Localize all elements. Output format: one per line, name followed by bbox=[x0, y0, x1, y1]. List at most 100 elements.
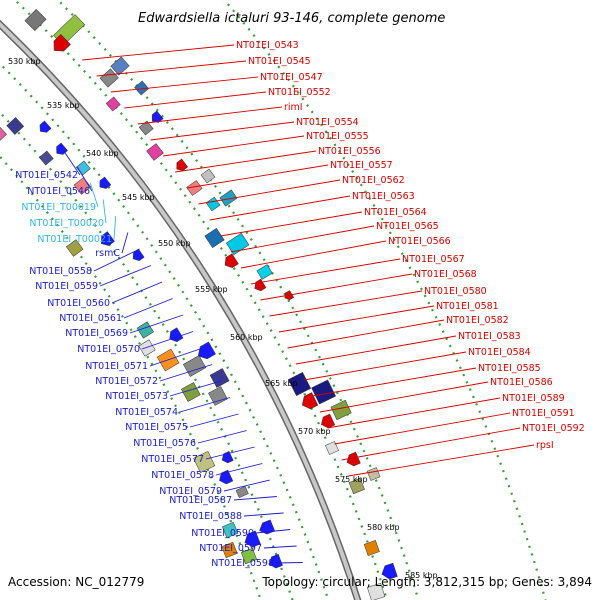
gene-label-reverse: NT01EI_0576 bbox=[133, 438, 196, 449]
gene-feature-33 bbox=[224, 253, 239, 268]
gene-feature-66 bbox=[240, 547, 258, 565]
gene-label-forward: NT01EI_0568 bbox=[414, 269, 477, 280]
gene-feature-61 bbox=[235, 485, 249, 499]
gene-label-forward: NT01EI_0543 bbox=[236, 40, 299, 51]
gene-label-forward: rpsI bbox=[536, 440, 554, 451]
leader-line-reverse bbox=[113, 215, 117, 240]
leader-line-forward bbox=[163, 135, 305, 157]
gene-feature-38 bbox=[100, 231, 115, 246]
gene-feature-42 bbox=[197, 341, 216, 360]
gene-feature-24 bbox=[99, 176, 112, 189]
gene-feature-45 bbox=[182, 355, 207, 377]
gene-feature-37 bbox=[65, 239, 84, 257]
leader-line-forward bbox=[110, 76, 259, 93]
gene-label-forward: NT01EI_0592 bbox=[522, 423, 585, 434]
gene-label-reverse: NT01EI_0588 bbox=[179, 511, 242, 522]
gene-label-reverse: NT01EI_0571 bbox=[85, 361, 148, 372]
gene-feature-58 bbox=[193, 450, 216, 474]
leader-line-forward bbox=[327, 397, 501, 429]
gene-label-forward: NT01EI_0564 bbox=[364, 207, 427, 218]
ring-guide-5 bbox=[222, 0, 547, 600]
leader-line-forward bbox=[150, 121, 295, 141]
leader-line-forward bbox=[230, 225, 375, 253]
gene-feature-55 bbox=[346, 451, 361, 467]
backbone-line bbox=[0, 21, 360, 600]
gene-label-reverse: NT01EI_0590 bbox=[191, 528, 254, 539]
leader-line-forward bbox=[260, 273, 413, 301]
gene-label-reverse: NT01EI_0572 bbox=[95, 376, 158, 387]
gene-label-forward: NT01EI_0552 bbox=[268, 87, 331, 98]
gene-label-reverse: rsmC bbox=[95, 248, 120, 259]
leader-line-reverse bbox=[179, 397, 231, 413]
gene-label-reverse: NT01EI_T00019 bbox=[21, 202, 96, 213]
gene-label-reverse: NT01EI_T00021 bbox=[37, 234, 112, 245]
leader-line-forward bbox=[198, 179, 341, 205]
gene-label-forward: NT01EI_0545 bbox=[248, 56, 311, 67]
gene-feature-57 bbox=[348, 477, 365, 495]
leader-line-forward bbox=[186, 164, 329, 189]
gene-label-reverse: NT01EI_0575 bbox=[125, 422, 188, 433]
accession-text: Accession: NC_012779 bbox=[8, 575, 144, 589]
gene-label-reverse: NT01EI_0574 bbox=[115, 407, 178, 418]
leader-line-reverse bbox=[129, 314, 184, 334]
gene-feature-32 bbox=[225, 232, 250, 256]
gene-feature-56 bbox=[366, 467, 381, 481]
gene-label-reverse: NT01EI_0579 bbox=[159, 486, 222, 497]
gene-feature-47 bbox=[180, 382, 201, 402]
leader-line-reverse bbox=[169, 380, 222, 397]
gene-label-forward: NT01EI_0582 bbox=[446, 315, 509, 326]
gene-feature-46 bbox=[209, 368, 230, 388]
gene-feature-20 bbox=[38, 150, 54, 166]
ring-guide-1 bbox=[0, 111, 294, 600]
gene-label-reverse: NT01EI_0577 bbox=[141, 454, 204, 465]
leader-line-reverse bbox=[121, 232, 129, 254]
gene-label-forward: NT01EI_0584 bbox=[468, 347, 531, 358]
gene-feature-68 bbox=[363, 540, 380, 556]
leader-line-reverse bbox=[149, 347, 203, 367]
leader-line-forward bbox=[295, 335, 457, 365]
gene-label-forward: NT01EI_0565 bbox=[376, 221, 439, 232]
label-leader-lines bbox=[62, 44, 535, 564]
gene-label-forward: NT01EI_0557 bbox=[330, 160, 393, 171]
kbp-label: 585 kbp bbox=[405, 571, 438, 580]
gene-feature-8 bbox=[53, 34, 71, 52]
leader-line-forward bbox=[82, 44, 235, 61]
gene-feature-59 bbox=[221, 451, 234, 464]
gene-label-forward: NT01EI_0585 bbox=[478, 363, 541, 374]
leader-line-reverse bbox=[197, 430, 247, 444]
leader-line-forward bbox=[220, 211, 363, 237]
leader-line-forward bbox=[269, 290, 423, 317]
leader-line-reverse bbox=[99, 265, 152, 287]
gene-feature-14 bbox=[105, 96, 121, 112]
gene-label-forward: NT01EI_0567 bbox=[402, 254, 465, 265]
leader-line-reverse bbox=[76, 166, 93, 192]
gene-label-forward: NT01EI_0589 bbox=[502, 393, 565, 404]
gene-feature-65 bbox=[221, 541, 238, 559]
gene-feature-17 bbox=[6, 117, 25, 135]
leader-line-forward bbox=[278, 305, 435, 333]
leader-line-forward bbox=[287, 319, 445, 349]
ring-guide-0 bbox=[0, 155, 262, 600]
leader-line-reverse bbox=[123, 298, 173, 319]
gene-label-reverse: NT01EI_0569 bbox=[65, 328, 128, 339]
gene-label-forward: rimI bbox=[284, 102, 303, 113]
kbp-label: 530 kbp bbox=[8, 57, 41, 66]
gene-label-forward: NT01EI_0562 bbox=[342, 175, 405, 186]
leader-line-forward bbox=[250, 258, 401, 285]
kbp-label: 580 kbp bbox=[367, 523, 400, 532]
gene-feature-52 bbox=[330, 399, 352, 421]
leader-line-forward bbox=[348, 444, 535, 477]
leader-line-reverse bbox=[233, 496, 277, 501]
leader-line-reverse bbox=[215, 463, 263, 476]
gene-label-reverse: NT01EI_0570 bbox=[77, 344, 140, 355]
gene-feature-69 bbox=[381, 562, 398, 580]
gene-feature-50 bbox=[311, 379, 336, 405]
kbp-label: 570 kbp bbox=[298, 427, 331, 436]
leader-line-forward bbox=[334, 412, 511, 445]
gene-feature-49 bbox=[287, 372, 312, 396]
leader-line-reverse bbox=[189, 413, 239, 428]
gene-features bbox=[0, 9, 398, 600]
